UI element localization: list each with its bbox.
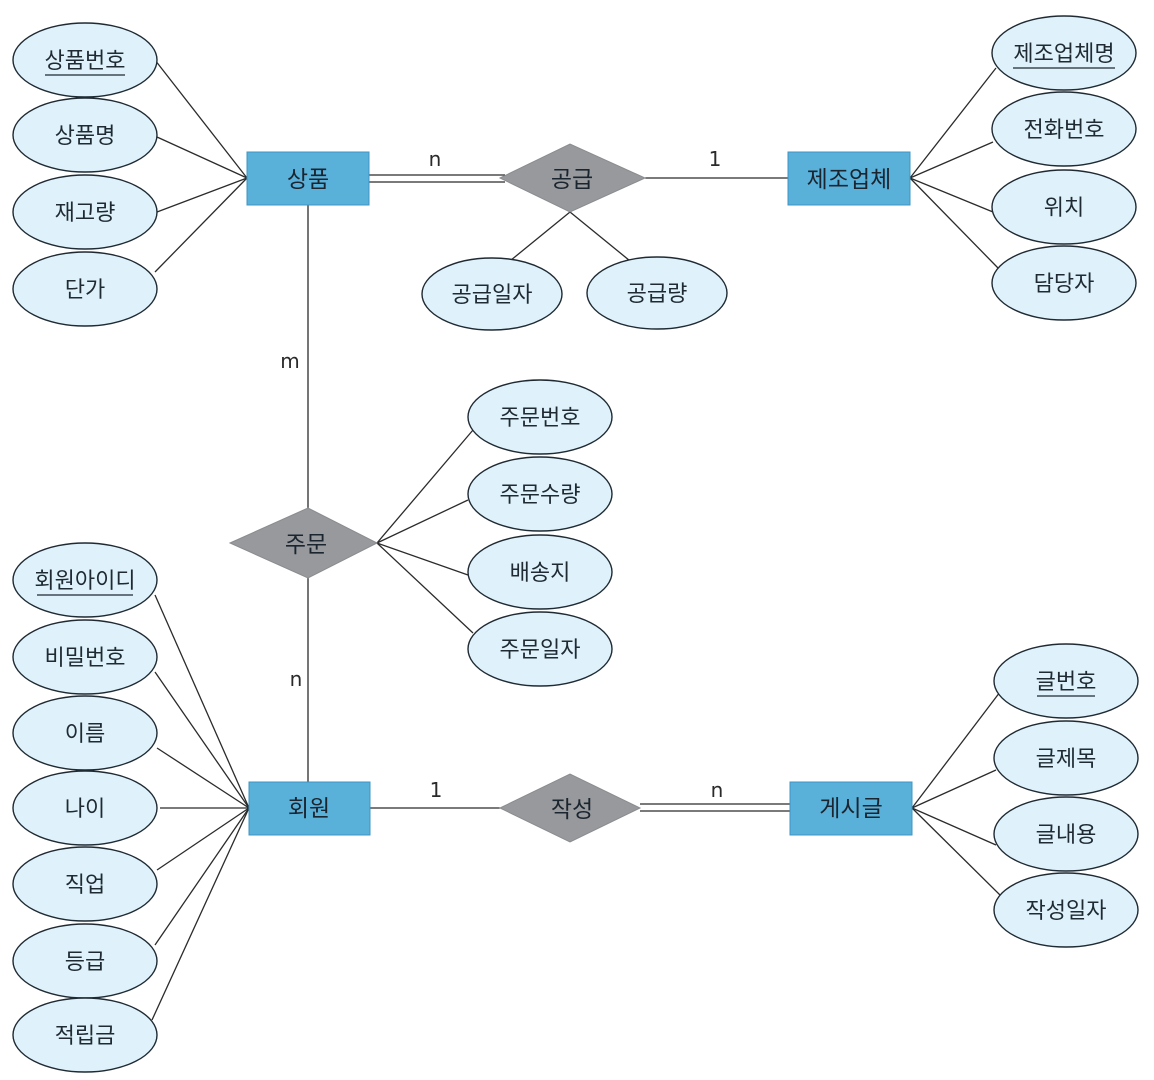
attribute-order-3-label: 주문일자 bbox=[500, 638, 581, 663]
relationship-order-label: 주문 bbox=[285, 532, 327, 558]
attribute-post-2: 글내용 bbox=[993, 796, 1139, 872]
attribute-manufacturer-3-label: 담당자 bbox=[1034, 272, 1095, 297]
attribute-post-1: 글제목 bbox=[993, 720, 1139, 796]
attribute-product-0: 상품번호 bbox=[12, 22, 158, 98]
entity-manufacturer: 제조업체 bbox=[787, 151, 911, 206]
attribute-product-2: 재고량 bbox=[12, 174, 158, 250]
attribute-member-5: 등급 bbox=[12, 923, 158, 999]
attribute-order-0: 주문번호 bbox=[467, 379, 613, 455]
link-member-attr-0 bbox=[154, 594, 250, 809]
attribute-supply-1: 공급량 bbox=[586, 256, 728, 330]
attribute-order-3: 주문일자 bbox=[467, 611, 613, 687]
link-order-attr-0 bbox=[376, 429, 474, 544]
link-manufacturer-attr-1 bbox=[909, 141, 994, 179]
attribute-member-2: 이름 bbox=[12, 695, 158, 771]
connection-lines bbox=[151, 59, 1001, 1021]
attribute-order-2: 배송지 bbox=[467, 534, 613, 610]
attribute-order-0-label: 주문번호 bbox=[500, 406, 581, 431]
attribute-member-3-label: 나이 bbox=[65, 797, 105, 822]
attribute-supply-0: 공급일자 bbox=[421, 257, 563, 331]
attribute-member-0-label: 회원아이디 bbox=[34, 569, 135, 594]
attribute-order-1: 주문수량 bbox=[467, 456, 613, 532]
link-order-attr-1 bbox=[376, 499, 469, 544]
attribute-manufacturer-0: 제조업체명 bbox=[991, 15, 1137, 91]
attribute-post-3-label: 작성일자 bbox=[1026, 899, 1107, 924]
attribute-manufacturer-2-label: 위치 bbox=[1044, 196, 1084, 221]
link-manufacturer-attr-2 bbox=[909, 177, 994, 213]
attribute-post-0-label: 글번호 bbox=[1036, 670, 1097, 695]
attribute-member-1: 비밀번호 bbox=[12, 619, 158, 695]
attribute-post-0: 글번호 bbox=[993, 643, 1139, 719]
attribute-member-2-label: 이름 bbox=[65, 722, 105, 747]
attribute-product-1: 상품명 bbox=[12, 97, 158, 173]
link-product-attr-0 bbox=[154, 59, 248, 179]
link-order-attr-3 bbox=[376, 542, 474, 634]
relationship-supply: 공급 bbox=[498, 143, 647, 213]
attribute-order-2-label: 배송지 bbox=[510, 561, 571, 586]
entity-product-label: 상품 bbox=[287, 167, 329, 193]
attribute-member-3: 나이 bbox=[12, 770, 158, 846]
attribute-member-1-label: 비밀번호 bbox=[45, 646, 126, 671]
link-product-attr-2 bbox=[156, 177, 248, 213]
relationship-order: 주문 bbox=[228, 507, 379, 579]
card-product-supply: n bbox=[429, 147, 442, 171]
card-member-write: 1 bbox=[430, 778, 443, 802]
card-product-order: m bbox=[280, 349, 299, 373]
attribute-manufacturer-3: 담당자 bbox=[991, 245, 1137, 321]
link-supply-attr-0 bbox=[504, 211, 571, 266]
attribute-manufacturer-0-label: 제조업체명 bbox=[1013, 42, 1114, 67]
attribute-supply-1-label: 공급량 bbox=[627, 282, 688, 307]
relationship-write-label: 작성 bbox=[551, 797, 593, 823]
entity-member: 회원 bbox=[248, 781, 371, 836]
attribute-post-3: 작성일자 bbox=[993, 872, 1139, 948]
attribute-member-5-label: 등급 bbox=[65, 950, 105, 975]
link-manufacturer-attr-0 bbox=[909, 67, 997, 179]
attribute-post-2-label: 글내용 bbox=[1036, 823, 1097, 848]
link-member-attr-6 bbox=[151, 807, 250, 1021]
attribute-member-6: 적립금 bbox=[12, 997, 158, 1073]
link-member-attr-4 bbox=[156, 807, 250, 871]
attribute-product-3: 단가 bbox=[12, 251, 158, 327]
relationship-write: 작성 bbox=[498, 773, 642, 843]
attribute-product-3-label: 단가 bbox=[65, 278, 105, 303]
link-post-attr-1 bbox=[911, 769, 997, 809]
link-product-attr-3 bbox=[154, 177, 248, 273]
attribute-order-1-label: 주문수량 bbox=[500, 483, 581, 508]
attribute-manufacturer-2: 위치 bbox=[991, 169, 1137, 245]
attribute-supply-0-label: 공급일자 bbox=[452, 283, 533, 308]
link-post-attr-2 bbox=[911, 807, 997, 846]
attribute-post-1-label: 글제목 bbox=[1036, 747, 1097, 772]
link-post-attr-0 bbox=[911, 691, 1001, 809]
cardinality-labels: n 1 m n 1 n bbox=[280, 147, 723, 802]
link-member-attr-5 bbox=[154, 807, 250, 946]
link-product-attr-1 bbox=[156, 136, 248, 179]
attribute-product-1-label: 상품명 bbox=[55, 124, 116, 149]
card-supply-manufacturer: 1 bbox=[709, 147, 722, 171]
link-supply-attr-1 bbox=[569, 211, 636, 266]
entity-product: 상품 bbox=[246, 151, 370, 206]
attribute-manufacturer-1-label: 전화번호 bbox=[1024, 118, 1105, 143]
attribute-member-6-label: 적립금 bbox=[55, 1024, 116, 1049]
entity-member-label: 회원 bbox=[288, 796, 330, 822]
link-member-attr-1 bbox=[154, 671, 250, 809]
attribute-member-0: 회원아이디 bbox=[12, 542, 158, 618]
attribute-member-4: 직업 bbox=[12, 846, 158, 922]
link-post-attr-3 bbox=[911, 807, 1001, 896]
attribute-manufacturer-1: 전화번호 bbox=[991, 91, 1137, 167]
attribute-product-0-label: 상품번호 bbox=[45, 49, 126, 74]
entity-post: 게시글 bbox=[789, 781, 913, 836]
entity-manufacturer-label: 제조업체 bbox=[807, 167, 892, 193]
attribute-product-2-label: 재고량 bbox=[55, 201, 116, 226]
relationship-supply-label: 공급 bbox=[551, 167, 593, 193]
card-write-post: n bbox=[711, 778, 724, 802]
attribute-member-4-label: 직업 bbox=[65, 873, 105, 898]
link-member-attr-2 bbox=[156, 747, 250, 809]
card-order-member: n bbox=[290, 667, 303, 691]
link-order-attr-2 bbox=[376, 542, 469, 576]
entity-post-label: 게시글 bbox=[819, 796, 882, 822]
link-manufacturer-attr-3 bbox=[909, 177, 999, 269]
